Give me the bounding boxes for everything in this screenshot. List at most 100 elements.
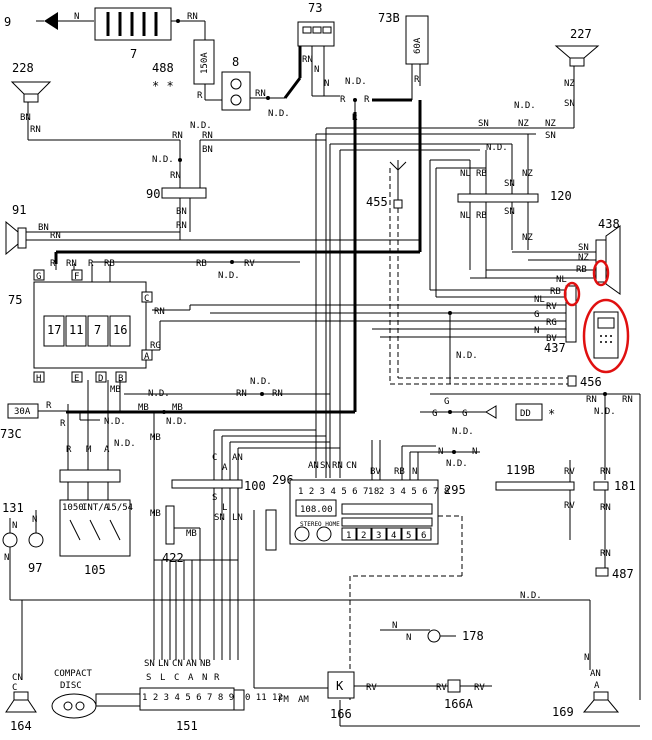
svg-text:C: C xyxy=(12,683,17,693)
svg-text:RN: RN xyxy=(50,231,61,241)
svg-text:L: L xyxy=(222,503,227,513)
svg-text:SN: SN xyxy=(144,659,155,669)
svg-text:K: K xyxy=(336,679,344,693)
svg-text:16: 16 xyxy=(113,323,127,337)
svg-text:RN: RN xyxy=(600,467,611,477)
svg-text:N: N xyxy=(202,673,207,683)
svg-text:17: 17 xyxy=(47,323,61,337)
svg-text:E: E xyxy=(74,374,79,384)
svg-text:RN: RN xyxy=(600,549,611,559)
svg-text:BN: BN xyxy=(176,207,187,217)
svg-text:NZ: NZ xyxy=(564,79,575,89)
svg-text:INT/A: INT/A xyxy=(82,503,110,513)
fuse-73c: 30A 73C R R R N.D. M A N.D. xyxy=(0,380,136,470)
svg-text:4: 4 xyxy=(391,531,396,541)
svg-text:164: 164 xyxy=(10,719,32,733)
svg-text:1: 1 xyxy=(346,531,351,541)
svg-text:7: 7 xyxy=(130,47,137,61)
connector-90: N.D. RN RN BN N.D. RN 90 BN RN xyxy=(146,121,213,240)
svg-text:SN: SN xyxy=(214,513,225,523)
svg-text:169: 169 xyxy=(552,705,574,719)
svg-text:FM: FM xyxy=(278,695,289,705)
svg-text:R: R xyxy=(46,401,52,411)
svg-text:A: A xyxy=(222,463,228,473)
svg-text:BV: BV xyxy=(370,467,381,477)
preset-button-1[interactable] xyxy=(341,527,357,541)
svg-text:AN: AN xyxy=(308,461,319,471)
speaker-91: 91 BN RN xyxy=(5,203,420,256)
svg-text:NB: NB xyxy=(200,659,211,669)
svg-text:N: N xyxy=(406,633,411,643)
svg-text:RN: RN xyxy=(176,221,187,231)
g-signal-line: G G G N.D. DD * xyxy=(420,397,555,437)
svg-text:RN: RN xyxy=(236,389,247,399)
speaker-227: 227 NZ SN xyxy=(554,27,600,128)
svg-text:AN: AN xyxy=(186,659,197,669)
svg-text:1 2 3 4 5 6 7 8: 1 2 3 4 5 6 7 8 xyxy=(298,487,379,497)
svg-text:NL: NL xyxy=(556,275,567,285)
svg-text:90: 90 xyxy=(146,187,160,201)
svg-text:CN: CN xyxy=(172,659,183,669)
svg-text:H: H xyxy=(36,374,41,384)
svg-text:N: N xyxy=(584,653,589,663)
svg-text:97: 97 xyxy=(28,561,42,575)
preset-button-3[interactable] xyxy=(371,527,387,541)
svg-text:R: R xyxy=(364,95,370,105)
svg-text:N.D.: N.D. xyxy=(148,389,170,399)
svg-text:RN: RN xyxy=(202,131,213,141)
svg-text:RB: RB xyxy=(104,259,115,269)
preset-button-4[interactable] xyxy=(386,527,402,541)
preset-button-5[interactable] xyxy=(401,527,417,541)
svg-text:296: 296 xyxy=(272,473,294,487)
svg-text:G: G xyxy=(444,397,449,407)
highlight-ring-437 xyxy=(563,281,581,307)
svg-text:73C: 73C xyxy=(0,427,22,441)
svg-text:RN: RN xyxy=(30,125,41,135)
svg-text:RV: RV xyxy=(564,501,575,511)
svg-text:RV: RV xyxy=(564,467,575,477)
fuse-73b: 73B 60A R R R N.D. R xyxy=(340,11,429,123)
svg-text:MB: MB xyxy=(172,403,183,413)
svg-text:7: 7 xyxy=(94,323,101,337)
svg-text:N.D.: N.D. xyxy=(104,417,126,427)
svg-text:N: N xyxy=(392,621,397,631)
svg-text:BN: BN xyxy=(20,113,31,123)
svg-text:NL: NL xyxy=(460,169,471,179)
svg-text:N.D.: N.D. xyxy=(345,77,367,87)
svg-text:N: N xyxy=(12,521,17,531)
svg-text:RV: RV xyxy=(546,302,557,312)
svg-text:STEREO HOME LE: STEREO HOME LE xyxy=(300,521,351,528)
svg-text:108.00: 108.00 xyxy=(300,505,333,515)
svg-text:RG: RG xyxy=(546,318,557,328)
svg-text:SN: SN xyxy=(320,461,331,471)
svg-text:MB: MB xyxy=(150,509,161,519)
battery-7: 7 RN xyxy=(94,7,206,61)
svg-text:8: 8 xyxy=(232,55,239,69)
svg-text:RB: RB xyxy=(476,169,487,179)
svg-text:11: 11 xyxy=(69,323,83,337)
connector-181: RN 181 RN RN 487 xyxy=(593,467,636,581)
svg-text:DD: DD xyxy=(520,409,531,419)
connector-456: 456 xyxy=(389,159,602,389)
svg-text:1050: 1050 xyxy=(62,503,84,513)
preset-button-2[interactable] xyxy=(356,527,372,541)
svg-text:NZ: NZ xyxy=(578,253,589,263)
svg-text:RN: RN xyxy=(172,131,183,141)
svg-text:437: 437 xyxy=(544,341,566,355)
svg-text:N: N xyxy=(412,467,417,477)
svg-text:RB: RB xyxy=(394,467,405,477)
svg-text:N.D.: N.D. xyxy=(218,271,240,281)
red-highlights xyxy=(563,259,630,374)
preset-button-6[interactable] xyxy=(416,527,432,541)
svg-text:AN: AN xyxy=(590,669,601,679)
svg-text:MB: MB xyxy=(186,529,197,539)
svg-text:L: L xyxy=(160,673,165,683)
svg-text:LN: LN xyxy=(232,513,243,523)
module-166: FM AM K 166 RV RV RV 166A xyxy=(253,509,492,721)
svg-text:N: N xyxy=(534,326,539,336)
svg-text:438: 438 xyxy=(598,217,620,231)
svg-text:BN: BN xyxy=(38,223,49,233)
svg-text:RN: RN xyxy=(66,259,77,269)
svg-text:166A: 166A xyxy=(444,697,474,711)
svg-text:100: 100 xyxy=(244,479,266,493)
